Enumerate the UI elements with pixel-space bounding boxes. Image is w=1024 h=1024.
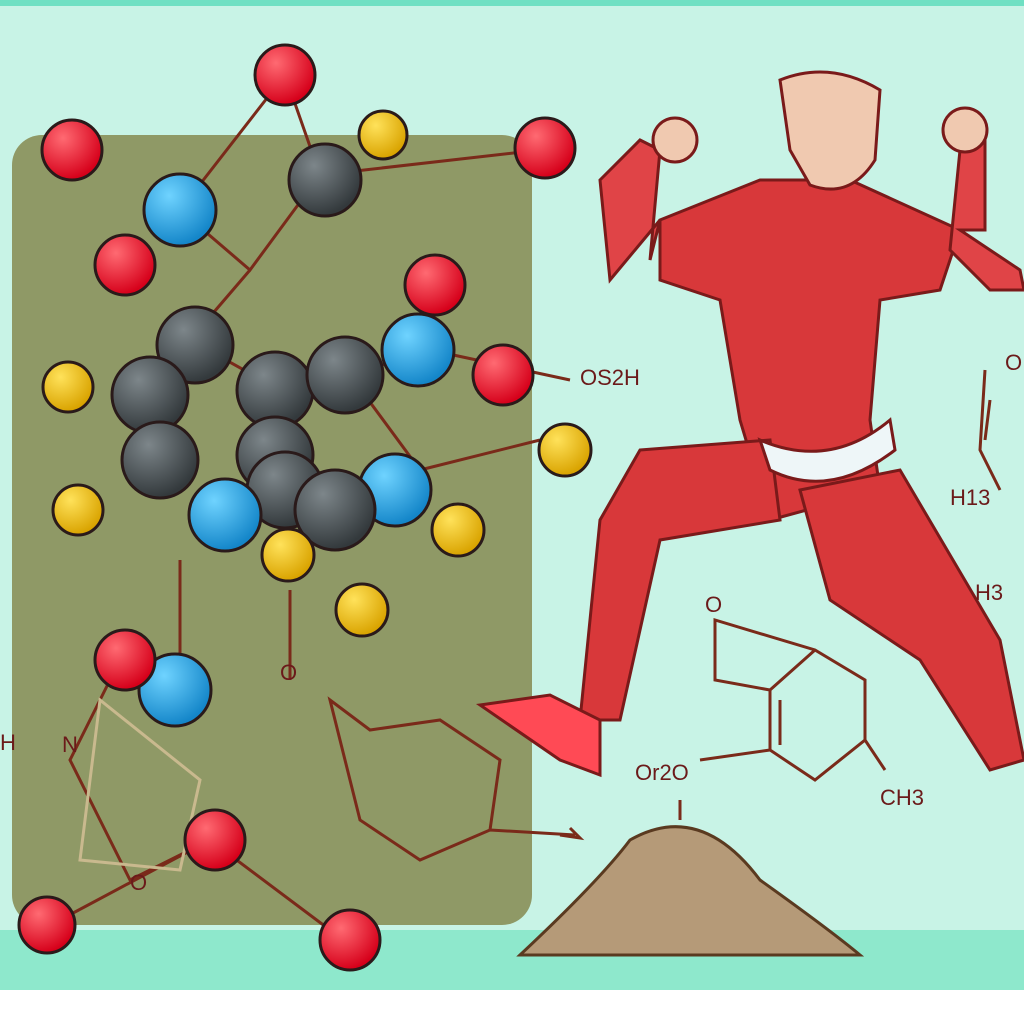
- ring-o2-label: O: [130, 870, 147, 895]
- sulfonic-label: OS2H: [580, 365, 640, 390]
- carbon-atom: [110, 355, 190, 435]
- atoms: [17, 43, 593, 972]
- shoe: [475, 693, 602, 778]
- h3-label: H3: [975, 580, 1003, 605]
- oxygen-atom: [253, 43, 317, 107]
- sulfur-atom: [537, 422, 593, 478]
- ketone-o-label: O: [705, 592, 722, 617]
- ring-o1-label: O: [280, 660, 297, 685]
- sulfur-atom: [430, 502, 486, 558]
- carbon-atom: [120, 420, 200, 500]
- sulfur-atom: [260, 527, 316, 583]
- sulfur-atom: [41, 360, 95, 414]
- left-arm: [598, 138, 662, 284]
- top-border: [0, 0, 1024, 6]
- oxygen-atom: [93, 628, 157, 692]
- sulfur-atom: [357, 109, 409, 161]
- powder-pile: [516, 825, 865, 957]
- methyl-label: CH3: [880, 785, 924, 810]
- oxygen-atom: [183, 808, 247, 872]
- oxygen-atom: [471, 343, 535, 407]
- right-arm: [948, 137, 1024, 292]
- left-h-label: H: [0, 730, 16, 755]
- right-fist: [941, 106, 989, 154]
- oxygen-atom: [403, 253, 467, 317]
- muscle-figure: [475, 70, 1024, 778]
- ground: [0, 930, 1024, 990]
- nitrogen-atom: [137, 652, 213, 728]
- right-o-label: O: [1005, 350, 1022, 375]
- oxygen-atom: [93, 233, 157, 297]
- bottom-border: [0, 990, 1024, 1024]
- nitrogen-atom: [187, 477, 263, 553]
- carbon-atom: [287, 142, 363, 218]
- waist-band: [757, 417, 897, 483]
- nitrogen-label: N: [62, 732, 78, 757]
- sulfur-atom: [334, 582, 390, 638]
- front-leg: [798, 468, 1024, 772]
- oxygen-atom: [40, 118, 104, 182]
- sulfur-atom: [51, 483, 105, 537]
- carbon-atom: [293, 468, 377, 552]
- nitrogen-atom: [380, 312, 456, 388]
- carbon-atom: [155, 305, 235, 385]
- left-fist: [651, 116, 699, 164]
- nitrogen-atom: [142, 172, 218, 248]
- carbon-atom: [305, 335, 385, 415]
- oxygen-atom: [17, 895, 77, 955]
- h13-label: H13: [950, 485, 990, 510]
- oxygen-atom: [513, 116, 577, 180]
- head: [778, 70, 882, 191]
- or2o-label: Or2O: [635, 760, 689, 785]
- oxygen-atom: [318, 908, 382, 972]
